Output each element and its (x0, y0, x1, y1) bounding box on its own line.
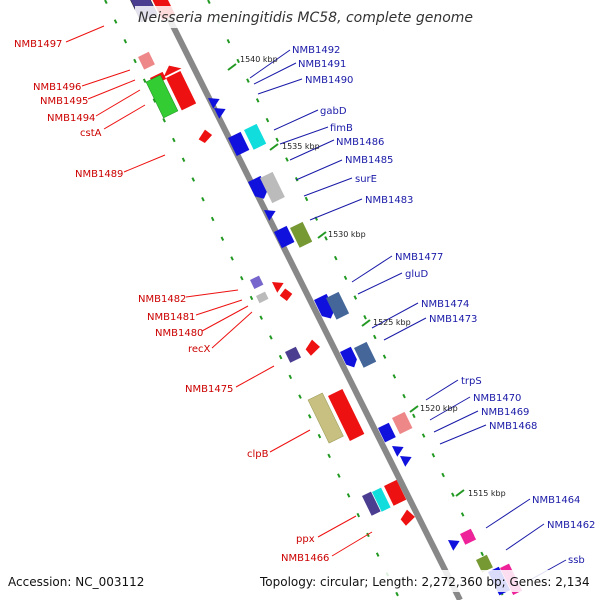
gene-ppx-cyan (372, 487, 391, 512)
gene-label: cstA (80, 128, 102, 139)
gene-label: NMB1464 (532, 495, 580, 506)
gene-nmb1494 (163, 65, 182, 78)
gene-label: NMB1462 (547, 520, 595, 531)
gene-nmb1464 (448, 540, 460, 551)
gene-label: recX (188, 344, 211, 355)
kbp-tick: 1515 kbp (468, 489, 506, 498)
gene-label: NMB1483 (365, 195, 413, 206)
kbp-markers (227, 63, 465, 497)
gene-nmb1482 (250, 275, 264, 289)
gene-label: NMB1491 (298, 59, 346, 70)
gene-label: clpB (247, 449, 269, 460)
gene-label: gabD (320, 106, 347, 117)
gene-nmb1464b (460, 528, 477, 545)
gene-label: NMB1470 (473, 393, 521, 404)
gene-ppx (384, 479, 407, 506)
map-title: Neisseria meningitidis MC58, complete ge… (138, 10, 473, 26)
gene-nmb1474 (340, 346, 357, 368)
gene-nmb1483-blue (274, 225, 295, 249)
gene-label: ssb (568, 555, 585, 566)
leaders-left (65, 25, 373, 557)
gene-nmb1493-red (166, 70, 197, 111)
kbp-tick-labels: 1540 kbp 1535 kbp 1530 kbp 1525 kbp 1520… (240, 55, 506, 498)
gene-label: ppx (296, 534, 315, 545)
gene-label: NMB1492 (292, 45, 340, 56)
kbp-tick: 1520 kbp (420, 404, 458, 413)
gene-ppx-slate (362, 491, 381, 516)
gene-nmb1496 (138, 51, 155, 70)
gene-nmb1473 (354, 341, 377, 368)
gene-nmb1480 (256, 291, 269, 304)
gene-clpb-khaki (307, 392, 344, 444)
kbp-tick: 1540 kbp (240, 55, 278, 64)
gene-sure (264, 210, 276, 221)
gene-nmb1490 (214, 108, 226, 119)
gene-nmb1485 (260, 171, 285, 204)
gene-label: NMB1496 (33, 82, 81, 93)
kbp-tick: 1525 kbp (373, 318, 411, 327)
gene-label: NMB1466 (281, 553, 329, 564)
gene-label: trpS (461, 376, 482, 387)
gene-fimb (244, 123, 267, 150)
footer-backing (0, 570, 600, 592)
gene-label: NMB1469 (481, 407, 529, 418)
labels-right: NMB1492 NMB1491 NMB1490 gabD fimB NMB148… (292, 45, 595, 566)
gene-nmb1470 (392, 411, 413, 435)
gene-label: fimB (330, 123, 353, 134)
gene-nmb1492 (208, 98, 220, 109)
gene-nmb1475 (285, 346, 302, 363)
gene-label: NMB1474 (421, 299, 469, 310)
genome-backbone (157, 0, 463, 600)
gene-label: NMB1494 (47, 113, 95, 124)
gene-nmb1468 (400, 456, 412, 467)
gene-label: NMB1480 (155, 328, 203, 339)
gene-nmb1489 (198, 129, 213, 144)
gene-glud (326, 291, 350, 320)
gene-recx (279, 288, 293, 302)
genes-outer (208, 98, 523, 596)
gene-label: surE (355, 174, 377, 185)
gene-label: NMB1468 (489, 421, 537, 432)
accession-text: Accession: NC_003112 (8, 575, 144, 589)
kbp-tick: 1535 kbp (282, 142, 320, 151)
gene-nmb1462 (476, 554, 493, 573)
gene-label: NMB1486 (336, 137, 384, 148)
dotted-guides (104, 0, 506, 600)
gene-label: NMB1475 (185, 384, 233, 395)
gene-label: NMB1495 (40, 96, 88, 107)
genes-inner (127, 0, 415, 526)
gene-nmb1466 (400, 509, 415, 526)
gene-label: NMB1481 (147, 312, 195, 323)
title-backing (135, 6, 465, 28)
gene-label: NMB1482 (138, 294, 186, 305)
gene-trps (378, 422, 396, 443)
gene-gabd (228, 131, 250, 156)
gene-label: NMB1489 (75, 169, 123, 180)
gene-csta (145, 74, 179, 119)
gene-nmb1469 (392, 446, 404, 457)
gene-clpb (328, 388, 365, 441)
labels-left: NMB1497 NMB1496 NMB1495 NMB1494 cstA NMB… (14, 39, 329, 564)
gene-label: NMB1497 (14, 39, 62, 50)
gene-label: NMB1485 (345, 155, 393, 166)
gene-label: NMB1477 (395, 252, 443, 263)
kbp-tick: 1530 kbp (328, 230, 366, 239)
gene-nmb1483 (290, 221, 313, 248)
genome-summary: Topology: circular; Length: 2,272,360 bp… (259, 575, 590, 589)
gene-label: gluD (405, 269, 428, 280)
gene-label: NMB1490 (305, 75, 353, 86)
gene-nmb1475b (305, 339, 320, 356)
gene-label: NMB1473 (429, 314, 477, 325)
gene-nmb1481 (272, 282, 284, 293)
